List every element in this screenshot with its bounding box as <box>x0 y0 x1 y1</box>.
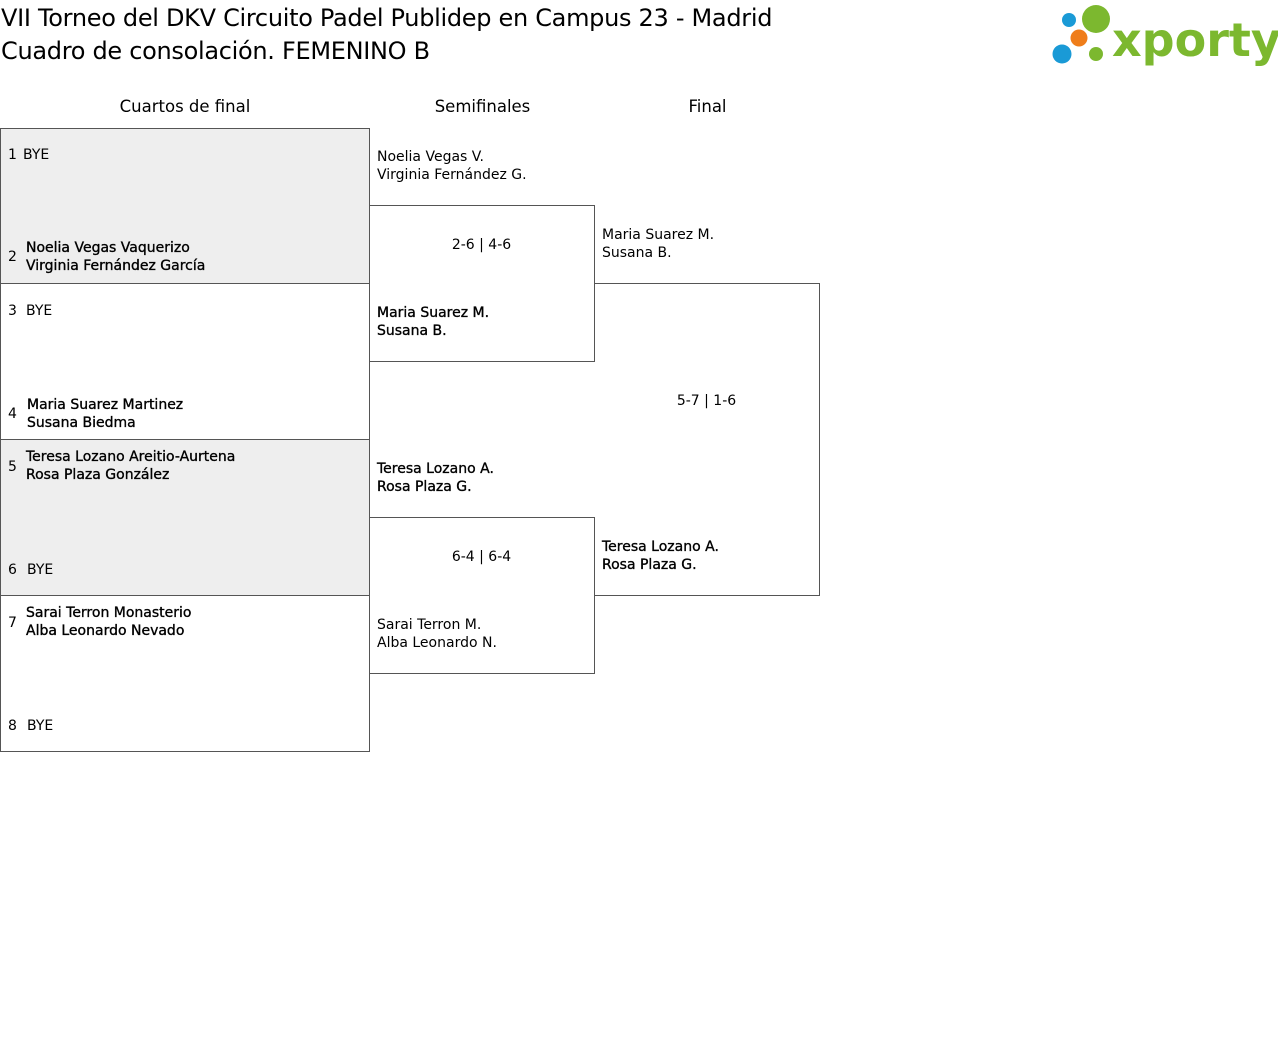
quarterfinal-match-3: 5 Teresa Lozano Areitio-Aurtena Rosa Pla… <box>0 439 370 596</box>
semifinal-1-top-player: Virginia Fernández G. <box>377 167 527 183</box>
player-name: Teresa Lozano Areitio-Aurtena <box>26 449 236 465</box>
xporty-logo-mark: xporty <box>1052 5 1280 67</box>
page-title: VII Torneo del DKV Circuito Padel Publid… <box>1 4 773 32</box>
score-label: 6-4 | 6-4 <box>451 549 512 565</box>
final-top-player: Maria Suarez M. <box>602 227 715 243</box>
quarterfinal-match-1: 1 BYE 2 Noelia Vegas Vaquerizo Virginia … <box>0 128 370 284</box>
score-label: 5-7 | 1-6 <box>676 393 737 409</box>
semifinal-1-bottom-player: Maria Suarez M. <box>377 305 490 321</box>
final-bottom-player: Teresa Lozano A. <box>602 539 719 555</box>
player-name: Sarai Terron Monasterio <box>26 605 192 621</box>
player-name: BYE <box>27 718 54 734</box>
quarterfinal-match-4: 7 Sarai Terron Monasterio Alba Leonardo … <box>0 595 370 752</box>
semifinal-2-bottom-player: Sarai Terron M. <box>377 617 482 633</box>
final-top-player: Susana B. <box>602 245 672 261</box>
semifinal-1-bottom-player: Susana B. <box>377 323 447 339</box>
semifinal-1-top-player: Noelia Vegas V. <box>377 149 484 165</box>
player-name: BYE <box>23 147 50 163</box>
seed-number: 8 <box>8 718 17 734</box>
seed-number: 5 <box>8 459 17 475</box>
semifinal-2-top-player: Teresa Lozano A. <box>377 461 494 477</box>
final-bottom-player: Rosa Plaza G. <box>602 557 697 573</box>
player-name: Maria Suarez Martinez <box>27 397 184 413</box>
player-name: Noelia Vegas Vaquerizo <box>26 240 190 256</box>
player-name: Alba Leonardo Nevado <box>26 623 185 639</box>
xporty-logo[interactable]: xporty <box>1050 4 1280 68</box>
player-name: Rosa Plaza González <box>26 467 170 483</box>
round-header-final: Final <box>688 97 727 116</box>
seed-number: 6 <box>8 562 17 578</box>
seed-number: 2 <box>8 249 17 265</box>
page-subtitle: Cuadro de consolación. FEMENINO B <box>1 37 430 65</box>
player-name: Susana Biedma <box>27 415 136 431</box>
player-name: Virginia Fernández García <box>26 258 206 274</box>
seed-number: 1 <box>8 147 17 163</box>
seed-number: 4 <box>8 406 17 422</box>
quarterfinal-match-2: 3 BYE 4 Maria Suarez Martinez Susana Bie… <box>0 283 370 440</box>
final-match: 5-7 | 1-6 <box>594 283 820 596</box>
round-header-semifinals: Semifinales <box>434 97 531 116</box>
player-name: BYE <box>27 562 54 578</box>
semifinal-2-bottom-player: Alba Leonardo N. <box>377 635 497 651</box>
semifinal-2-top-player: Rosa Plaza G. <box>377 479 472 495</box>
logo-wordmark: xporty <box>1112 13 1278 67</box>
score-label: 2-6 | 4-6 <box>451 237 512 253</box>
seed-number: 7 <box>8 615 17 631</box>
seed-number: 3 <box>8 303 17 319</box>
round-header-quarterfinals: Cuartos de final <box>119 97 251 116</box>
player-name: BYE <box>26 303 53 319</box>
